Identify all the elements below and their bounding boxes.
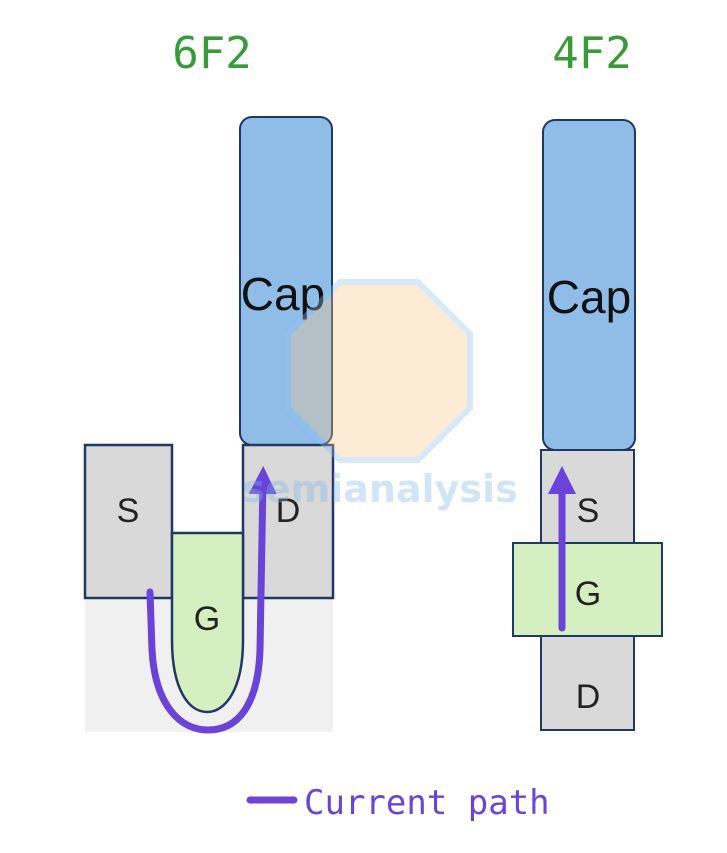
source-4f2: [540, 449, 635, 544]
title-6f2: 6F2: [172, 28, 251, 79]
drain-label-6f2: D: [276, 492, 301, 530]
gate-label-6f2: G: [194, 600, 220, 638]
source-label-4f2: S: [577, 492, 600, 530]
legend: Current path: [246, 783, 550, 823]
title-4f2: 4F2: [552, 28, 631, 79]
legend-label: Current path: [304, 783, 550, 823]
source-6f2: [83, 443, 174, 600]
drain-4f2: [540, 635, 635, 731]
cell-4f2: Cap S G D: [512, 119, 663, 731]
cap-label-4f2: Cap: [547, 271, 631, 323]
cell-6f2: Cap S D G: [83, 116, 335, 734]
gate-label-4f2: G: [575, 575, 601, 613]
source-label-6f2: S: [117, 492, 140, 530]
watermark-logo-icon: [285, 279, 473, 463]
semianalysis-watermark: semianalysis: [242, 279, 518, 511]
gate-4f2: [512, 542, 663, 637]
cap-label-6f2: Cap: [241, 268, 325, 320]
watermark-text: semianalysis: [242, 467, 517, 511]
gate-6f2: [170, 531, 245, 714]
drain-label-4f2: D: [576, 678, 601, 716]
current-path-arrow-6f2: [146, 466, 277, 734]
